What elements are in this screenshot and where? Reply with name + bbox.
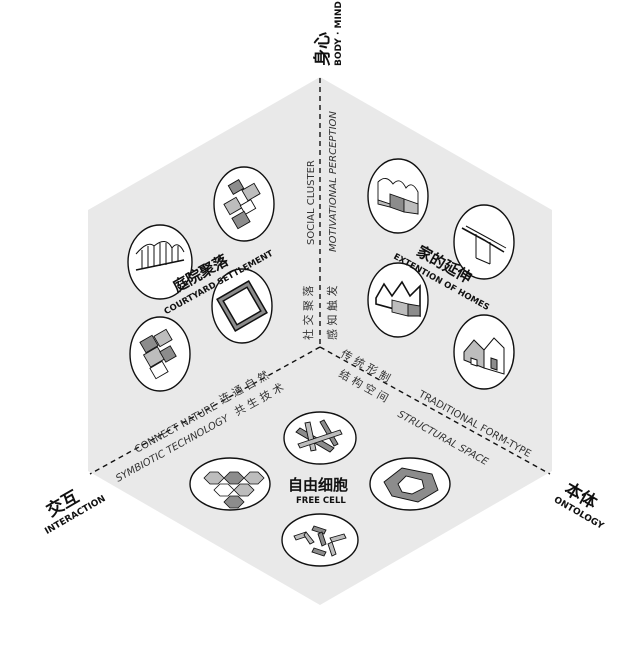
thumb-branches <box>281 513 359 567</box>
honeycomb-icon <box>203 471 265 509</box>
frame-plan-icon <box>216 280 268 332</box>
axis-label-top: 身心 BODY · MIND <box>312 1 344 66</box>
edge-motivation-cn: 感 知 触 发 <box>325 286 339 341</box>
thumb-polygon <box>369 457 451 511</box>
branches-icon <box>293 525 347 557</box>
slope-roof-icon <box>461 225 507 265</box>
wave-roof-icon <box>377 178 419 215</box>
axis-top-en: BODY · MIND <box>334 1 344 66</box>
thumb-slope <box>453 204 515 280</box>
thumb-hexagons <box>189 457 271 511</box>
polygon-plan-icon <box>383 467 439 503</box>
axis-lines <box>89 78 551 475</box>
thumb-grid <box>213 166 275 242</box>
sticks-icon <box>295 419 343 453</box>
cell-en: FREE CELL <box>296 496 346 506</box>
thumb-frame <box>211 268 273 344</box>
thumb-sticks <box>283 411 357 465</box>
thumb-peaks <box>367 262 429 338</box>
edge-social-cn: 社 交 聚 落 <box>301 286 315 341</box>
thumb-wave-roof <box>367 158 429 234</box>
house-icon <box>463 337 505 375</box>
peak-roof-icon <box>375 280 421 318</box>
axis-line-right <box>319 346 551 475</box>
cell-cn: 自由细胞 <box>288 476 348 494</box>
axis-label-right: 本体 ONTOLOGY <box>552 478 606 532</box>
axis-line-left <box>89 346 321 475</box>
bridge-icon <box>135 241 185 271</box>
cluster-plan-icon <box>139 328 177 380</box>
face-label-cell: 自由细胞 FREE CELL <box>288 476 348 506</box>
thumb-house <box>453 314 515 390</box>
edge-social-en: SOCIAL CLUSTER <box>306 160 317 245</box>
thumb-cluster <box>129 316 191 392</box>
thumb-bridge <box>127 224 193 300</box>
axis-top-cn: 身心 <box>312 32 333 66</box>
grid-plan-icon <box>223 179 261 230</box>
edge-motivation-en: MOTIVATIONAL PERCEPTION <box>328 111 339 252</box>
axis-label-left: 交互 INTERACTION <box>43 486 108 537</box>
